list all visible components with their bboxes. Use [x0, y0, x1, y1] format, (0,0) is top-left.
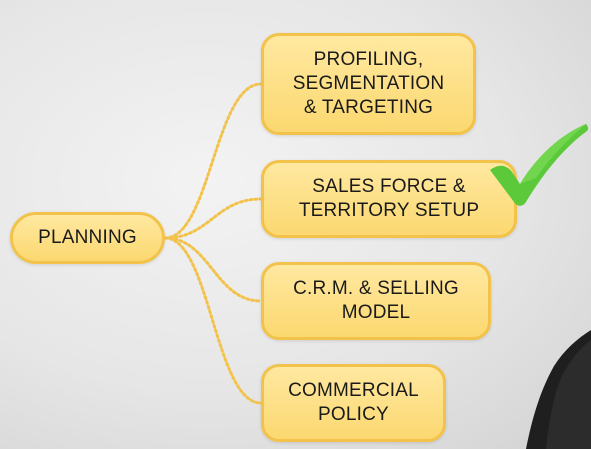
child-node-commercial-policy: COMMERCIAL POLICY [261, 364, 446, 442]
checkmark-icon [490, 124, 589, 206]
presenter-silhouette [526, 330, 591, 449]
child-node-profiling: PROFILING, SEGMENTATION & TARGETING [261, 33, 476, 135]
child-node-sales-force: SALES FORCE & TERRITORY SETUP [261, 160, 517, 238]
connector-commercial [163, 236, 263, 405]
connector-profiling [163, 82, 263, 240]
connector-crm [163, 236, 263, 303]
root-node-planning: PLANNING [10, 212, 165, 264]
child-node-crm: C.R.M. & SELLING MODEL [261, 262, 491, 340]
connector-sales-force [163, 197, 263, 240]
